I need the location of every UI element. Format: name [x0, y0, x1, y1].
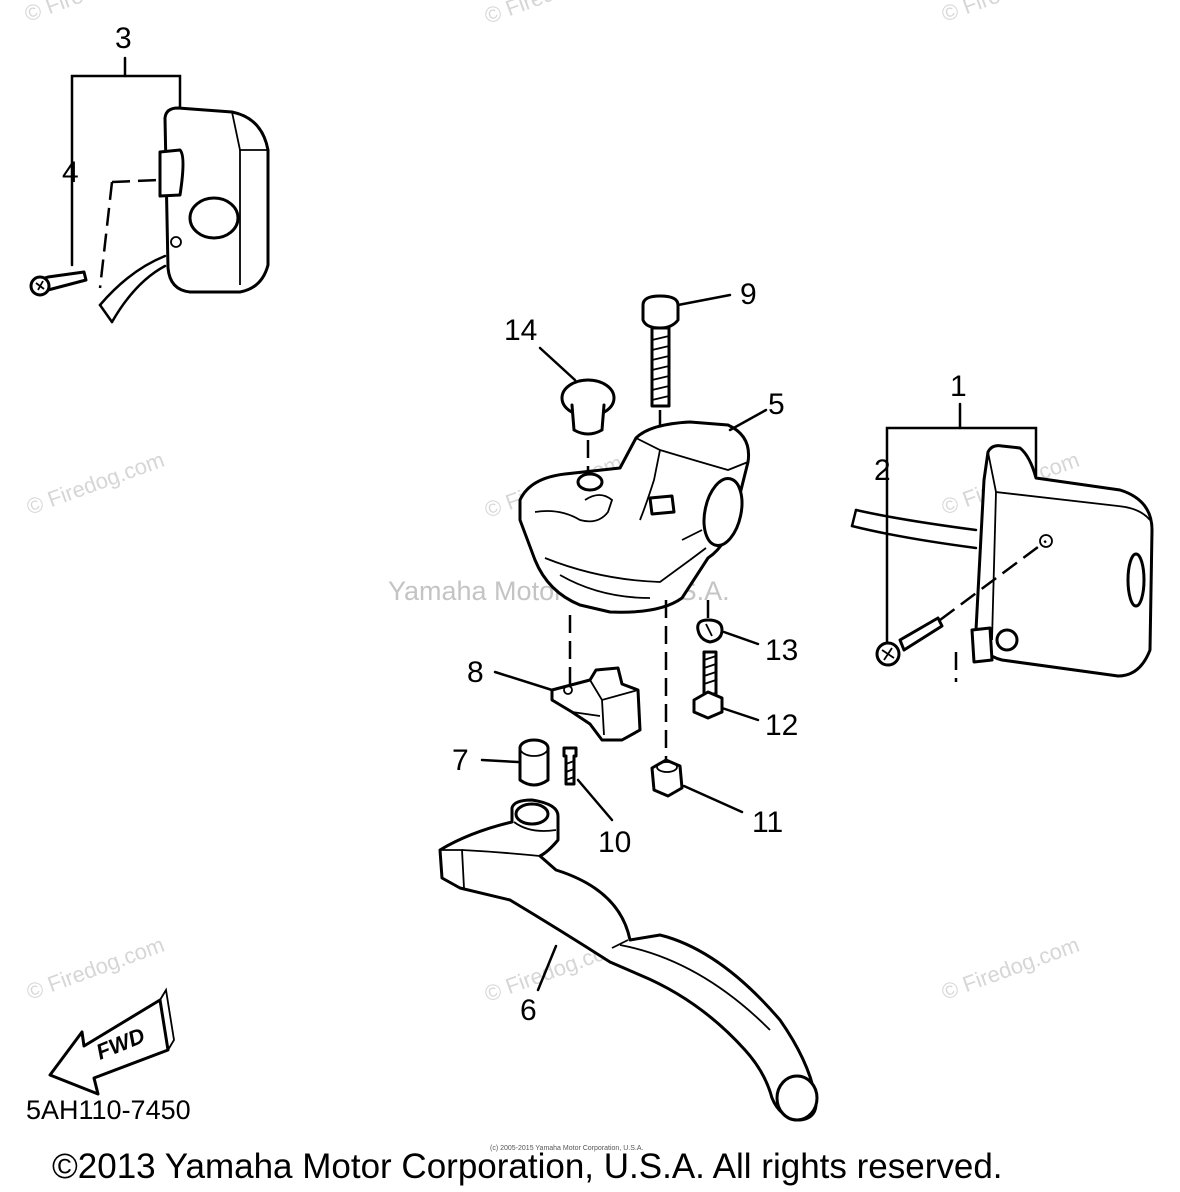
washer-13: 13	[696, 618, 798, 667]
diagram-code: 5AH110-7450	[26, 1095, 191, 1125]
fwd-arrow: FWD	[48, 987, 175, 1096]
watermark: © Firedog.com	[938, 932, 1082, 1005]
switch-8: 8	[467, 656, 642, 742]
callout-6: 6	[520, 994, 537, 1027]
small-copyright: (c) 2005-2015 Yamaha Motor Corporation, …	[490, 1145, 643, 1152]
nut-11: 11	[650, 758, 783, 839]
watermark: © Firedog.com	[938, 0, 1082, 27]
lever-bracket-5: 5	[518, 388, 785, 760]
right-switch-assembly: 1 2	[850, 370, 1154, 682]
left-switch-assembly: 3 4	[29, 22, 270, 324]
watermark: © Firedog.com	[21, 0, 165, 27]
bolt-12: 12	[692, 650, 798, 742]
watermark: © Firedog.com	[481, 0, 625, 29]
watermark: © Firedog.com	[23, 447, 167, 520]
callout-9: 9	[740, 278, 757, 311]
callout-8: 8	[467, 656, 484, 689]
collar-7: 7	[452, 738, 550, 787]
callout-1: 1	[950, 370, 967, 403]
callout-14: 14	[504, 314, 537, 347]
bolt-9: 9	[641, 278, 757, 500]
callout-10: 10	[598, 826, 631, 859]
callout-7: 7	[452, 744, 469, 777]
callout-11: 11	[752, 806, 783, 839]
callout-12: 12	[765, 709, 798, 742]
clutch-lever-6: 6	[438, 798, 819, 1122]
callout-2: 2	[874, 454, 891, 487]
screw-10: 10	[562, 746, 631, 859]
watermark: © Firedog.com	[23, 932, 167, 1005]
callout-13: 13	[765, 634, 798, 667]
copyright-notice: ©2013 Yamaha Motor Corporation, U.S.A. A…	[52, 1147, 1003, 1186]
callout-3: 3	[115, 22, 132, 55]
callout-4: 4	[62, 156, 79, 189]
callout-5: 5	[768, 388, 785, 421]
plug-14: 14	[504, 314, 616, 490]
